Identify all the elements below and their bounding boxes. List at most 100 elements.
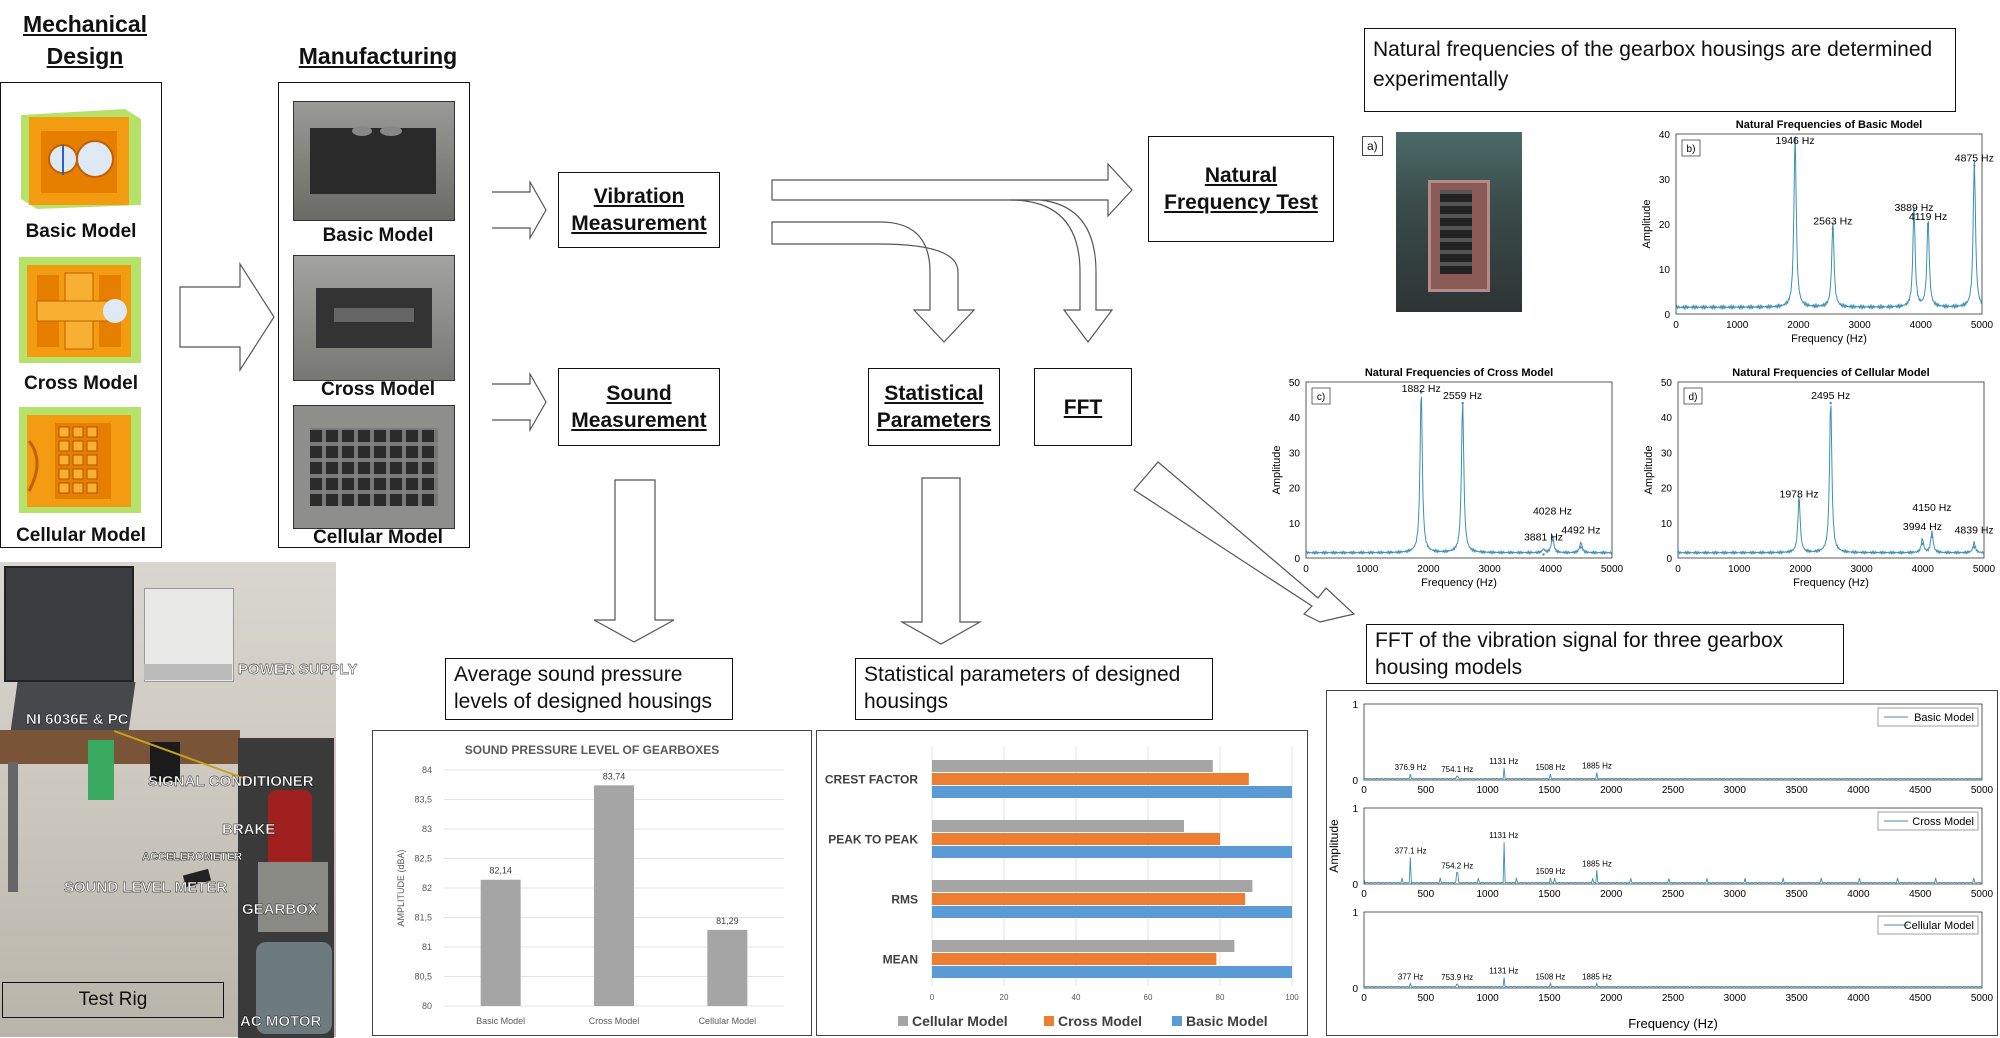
x-tick-label: 4000: [1847, 993, 1870, 1004]
x-tick-label: 1000: [1476, 889, 1499, 900]
x-tick-label: 3500: [1785, 785, 1808, 796]
y-tick-label: 0: [1664, 310, 1670, 321]
data-label: 83,74: [603, 771, 626, 781]
stat-note: Statistical parameters of designed housi…: [855, 658, 1213, 720]
y-tick-label: 50: [1289, 378, 1301, 389]
arrow-vibration-to-fft: [1009, 199, 1114, 343]
x-tick-label: 0: [930, 993, 935, 1002]
peak-label: 754.2 Hz: [1441, 862, 1473, 871]
legend-label: Cross Model: [1058, 1013, 1142, 1029]
x-tick-label: 20: [1000, 993, 1009, 1002]
y-tick-label: 84: [422, 765, 432, 775]
y-tick-label: 40: [1289, 413, 1301, 424]
label-ni-pc: NI 6036E & PC: [26, 711, 129, 728]
peak-point: [1793, 137, 1797, 140]
sound-measurement-box: Sound Measurement: [558, 368, 720, 446]
peak-point: [1831, 227, 1835, 230]
peak-point: [1542, 553, 1545, 556]
x-tick-label: 500: [1417, 993, 1434, 1004]
x-axis-label: Frequency (Hz): [1628, 1016, 1718, 1031]
arrow-sound-to-spl: [593, 479, 675, 643]
y-tick-label: 30: [1659, 175, 1671, 186]
legend-swatch: [898, 1016, 908, 1026]
peak-label: 1509 Hz: [1536, 867, 1566, 876]
y-axis-label: Amplitude: [1271, 446, 1283, 495]
x-tick-label: 3000: [1724, 993, 1747, 1004]
label-sound-level-meter: SOUND LEVEL METER: [64, 879, 227, 896]
bar: [932, 893, 1246, 905]
bar: [932, 940, 1235, 952]
data-label: 82,14: [489, 866, 512, 876]
arrow-vibration-to-natural: [771, 162, 1133, 218]
y-tick-label: 1: [1352, 700, 1358, 711]
y-tick-label: 81: [422, 942, 432, 952]
test-rig-label-box: Test Rig: [2, 982, 224, 1018]
x-tick-label: 1000: [1356, 564, 1379, 575]
x-axis-label: Frequency (Hz): [1791, 333, 1867, 345]
bar: [932, 820, 1184, 832]
x-tick-label: 5000: [1971, 320, 1994, 331]
y-tick-label: 80: [422, 1001, 432, 1011]
x-tick-label: 5000: [1971, 889, 1994, 900]
panel-label-box: [1681, 139, 1701, 157]
data-label: 81,29: [716, 916, 739, 926]
y-tick-label: 82: [422, 883, 432, 893]
legend-label: Basic Model: [1186, 1013, 1268, 1029]
label-accelerometer: ACCELEROMETER: [142, 851, 242, 863]
x-tick-label: 80: [1216, 993, 1225, 1002]
y-axis-label: Amplitude: [1327, 819, 1341, 873]
design-label-basic: Basic Model: [25, 221, 137, 242]
cross-model-photo: [293, 255, 455, 381]
chart-title: SOUND PRESSURE LEVEL OF GEARBOXES: [465, 743, 720, 757]
legend-box: [1877, 707, 1979, 727]
legend-label: Basic Model: [1914, 712, 1974, 724]
x-tick-label: 3000: [1848, 320, 1871, 331]
y-axis-label: AMPLITUDE (dBA): [396, 849, 406, 926]
bar: [932, 760, 1213, 772]
peak-point: [1921, 542, 1924, 546]
bar: [480, 879, 521, 1006]
x-tick-label: 4000: [1912, 564, 1935, 575]
y-tick-label: 50: [1661, 378, 1673, 389]
statistical-parameters-label: Statistical Parameters: [876, 382, 992, 432]
x-tick-label: 1000: [1476, 993, 1499, 1004]
basic-model-photo: [293, 101, 455, 221]
peak-label: 377 Hz: [1398, 972, 1423, 981]
fft-box: FFT: [1034, 368, 1132, 446]
x-tick-label: 2000: [1600, 785, 1623, 796]
y-tick-label: 10: [1659, 265, 1671, 276]
fft-line: [1364, 977, 1983, 988]
peak-label: 1882 Hz: [1402, 383, 1441, 395]
peak-label: 1131 Hz: [1489, 831, 1518, 840]
y-axis-label: Amplitude: [1643, 446, 1655, 495]
peak-point: [1926, 222, 1930, 226]
x-tick-label: 0: [1361, 993, 1367, 1004]
x-tick-label: 2000: [1789, 564, 1812, 575]
fft-line: [1363, 767, 1983, 780]
y-tick-label: 0: [1666, 554, 1672, 565]
natural-frequency-note: Natural frequencies of the gearbox housi…: [1364, 28, 1956, 112]
x-tick-label: 1500: [1538, 993, 1561, 1004]
y-tick-label: 10: [1289, 519, 1301, 530]
x-tick-label: 4000: [1847, 889, 1870, 900]
manufacturing-label-cross: Cross Model: [320, 379, 436, 400]
peak-label: 377.1 Hz: [1395, 846, 1427, 855]
peak-point: [1551, 539, 1554, 542]
arrow-to-vibration: [492, 179, 547, 241]
y-tick-label: 20: [1289, 484, 1301, 495]
peak-label: 4492 Hz: [1561, 524, 1600, 536]
x-tick-label: 2000: [1787, 320, 1810, 331]
peak-label: 2559 Hz: [1443, 390, 1482, 402]
sound-pressure-level-chart: SOUND PRESSURE LEVEL OF GEARBOXES8080,58…: [372, 730, 812, 1036]
x-tick-label: 3500: [1785, 993, 1808, 1004]
peak-point: [1579, 546, 1583, 549]
test-rig-photo: [0, 562, 336, 1038]
x-tick-label: 4000: [1540, 564, 1563, 575]
vibration-measurement-label: Vibration Measurement: [571, 185, 707, 235]
x-tick-label: 4500: [1909, 993, 1932, 1004]
bar: [932, 786, 1292, 798]
panel-label-box: [1683, 387, 1703, 405]
